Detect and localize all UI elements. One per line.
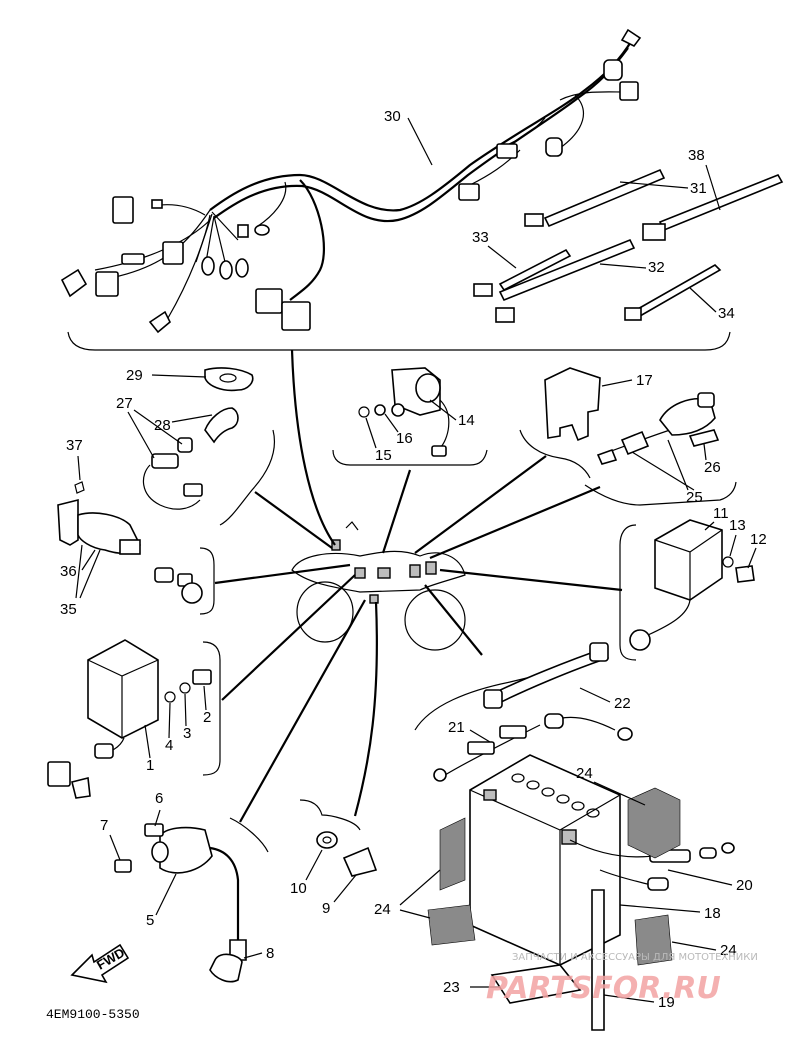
- callout-10: 10: [290, 880, 307, 897]
- callout-23: 23: [443, 979, 460, 996]
- watermark: ЗАПЧАСТИ И АКСЕССУАРЫ ДЛЯ МОТОТЕХНИКИ PA…: [486, 952, 758, 1006]
- group-brackets: [199, 429, 737, 853]
- callout-24-top: 24: [576, 765, 593, 782]
- callout-20: 20: [736, 877, 753, 894]
- callout-1: 1: [146, 757, 154, 774]
- watermark-tagline: ЗАПЧАСТИ И АКСЕССУАРЫ ДЛЯ МОТОТЕХНИКИ: [512, 952, 758, 963]
- callout-25: 25: [686, 489, 703, 506]
- callout-30: 30: [384, 108, 401, 125]
- callout-29: 29: [126, 367, 143, 384]
- callout-37: 37: [66, 437, 83, 454]
- callout-22: 22: [614, 695, 631, 712]
- callout-38: 38: [688, 147, 705, 164]
- callout-3: 3: [183, 725, 191, 742]
- callout-2: 2: [203, 709, 211, 726]
- callout-18: 18: [704, 905, 721, 922]
- callout-16: 16: [396, 430, 413, 447]
- callout-27: 27: [116, 395, 133, 412]
- harness-group-bracket: [67, 331, 731, 351]
- callout-26: 26: [704, 459, 721, 476]
- callout-6: 6: [155, 790, 163, 807]
- forward-arrow-icon: FWD: [70, 943, 130, 984]
- drawing-code: 4EM9100-5350: [46, 1007, 140, 1022]
- callout-28: 28: [154, 417, 171, 434]
- callout-11: 11: [713, 505, 729, 522]
- callout-14: 14: [458, 412, 475, 429]
- callout-19: 19: [658, 994, 675, 1011]
- callout-8: 8: [266, 945, 274, 962]
- callout-12: 12: [750, 531, 767, 548]
- callout-24-right: 24: [720, 942, 737, 959]
- cable-ties: [473, 168, 784, 323]
- leader-lines: [214, 349, 623, 823]
- callout-35: 35: [60, 601, 77, 618]
- callout-24-left: 24: [374, 901, 391, 918]
- callout-13: 13: [729, 517, 746, 534]
- callout-9: 9: [322, 900, 330, 917]
- wire-harness: [60, 28, 642, 334]
- vehicle-outline: [291, 521, 466, 651]
- callout-4: 4: [165, 737, 173, 754]
- callout-7: 7: [100, 817, 108, 834]
- callout-5: 5: [146, 912, 154, 929]
- callout-numbers: 30 38 31 33 32 34 29 27 28 37 36 35 2 3 …: [60, 108, 767, 1011]
- callout-32: 32: [648, 259, 665, 276]
- callout-17: 17: [636, 372, 653, 389]
- callout-33: 33: [472, 229, 489, 246]
- callout-36: 36: [60, 563, 77, 580]
- watermark-logo: PARTSFOR.RU: [486, 971, 721, 1006]
- callout-34: 34: [718, 305, 735, 322]
- parts: [47, 367, 755, 1031]
- callout-15: 15: [375, 447, 392, 464]
- callout-31: 31: [690, 180, 707, 197]
- callout-21: 21: [448, 719, 465, 736]
